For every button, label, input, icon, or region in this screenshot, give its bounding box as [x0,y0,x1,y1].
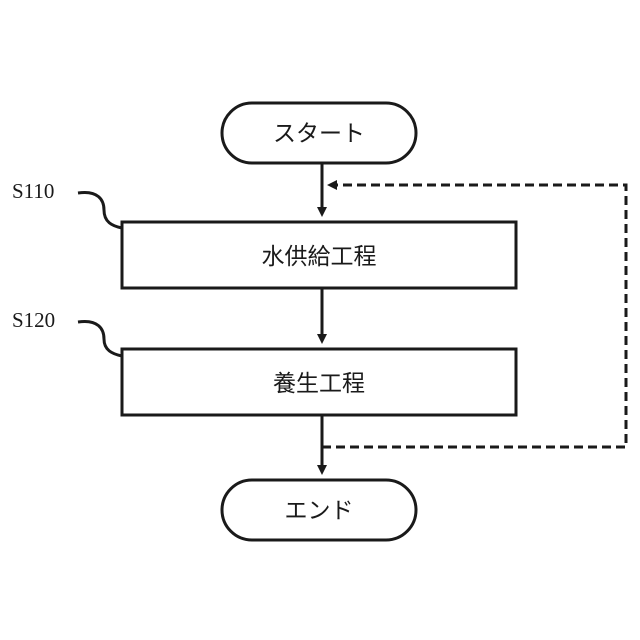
step-s120-label: 養生工程 [273,371,365,397]
step-s110: 水供給工程 [122,222,516,288]
step-s110-id: S110 [12,179,54,203]
step-s110-label: 水供給工程 [262,244,377,270]
step-s120: 養生工程 [122,349,516,415]
start-terminal: スタート [222,103,416,163]
step-s110-leader [78,192,122,228]
end-terminal: エンド [222,480,416,540]
step-s120-leader [78,321,122,356]
end-label: エンド [285,498,354,524]
start-label: スタート [273,121,365,147]
step-s120-id: S120 [12,308,55,332]
